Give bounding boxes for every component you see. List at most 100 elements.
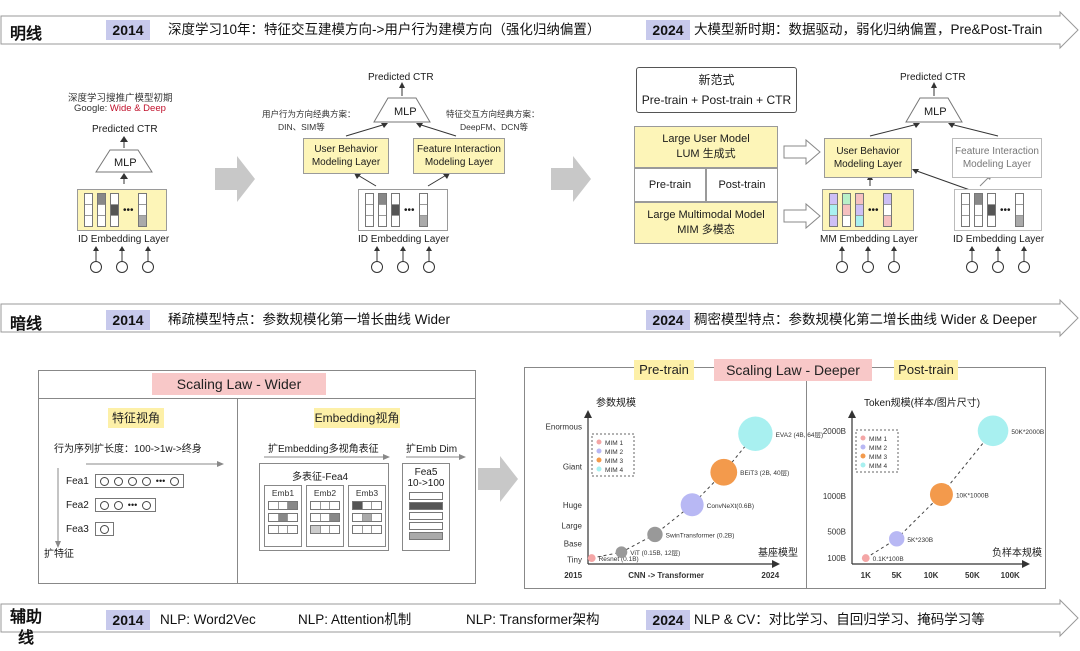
- data-point: [615, 546, 628, 558]
- dark-right-text: 稠密模型特点：参数规模化第二增长曲线 Wider & Deeper: [694, 312, 1037, 327]
- multi-view-note: 扩Embedding多视角表征: [268, 444, 379, 455]
- y-axis-arrowhead: [584, 410, 592, 418]
- emb-dots: •••: [1000, 204, 1011, 216]
- bright-right-text: 大模型新时期：数据驱动，弱化归纳偏置，Pre&Post-Train: [694, 22, 1043, 37]
- y-tick-label: Tiny: [567, 556, 582, 565]
- paradigm-formula: Pre-train + Post-train + CTR: [641, 93, 792, 107]
- d1-mlp-label: MLP: [114, 157, 137, 169]
- legend-marker: [596, 448, 602, 454]
- d1-note-google: Google: Wide & Deep: [74, 103, 166, 114]
- dim-note: 扩Emb Dim: [406, 444, 458, 455]
- chart2-ylabel: Token规模(样本/图片尺寸): [864, 398, 981, 409]
- y-tick-label: 2000B: [823, 427, 846, 436]
- d2-predicted-ctr: Predicted CTR: [368, 72, 434, 83]
- d2-left-note-1: 用户行为方向经典方案：: [262, 109, 356, 119]
- x-tick-label: 1K: [861, 571, 871, 580]
- x-tick-label: 2024: [761, 571, 779, 580]
- bright-left-text: 深度学习10年：特征交互建模方向->用户行为建模方向（强化归纳偏置）: [168, 22, 601, 37]
- d3-mm-embedding-label: MM Embedding Layer: [820, 234, 918, 245]
- emb-vector: [391, 193, 400, 227]
- fi-layer-line2: Modeling Layer: [424, 157, 494, 168]
- expand-feature-label: 扩特征: [44, 549, 74, 560]
- dark-line-label: 暗线: [10, 316, 43, 333]
- aux-line-arrow: [0, 598, 1079, 638]
- emb2-label: Emb2: [313, 488, 337, 498]
- d1-input-node: [142, 261, 154, 273]
- deeper-divider: [806, 367, 807, 589]
- fea2-sequence: •••: [94, 498, 157, 512]
- emb-vector: [987, 193, 996, 227]
- lum-line1: Large User Model: [662, 133, 750, 145]
- legend-label: MIM 2: [605, 449, 623, 456]
- legend-marker: [596, 457, 602, 463]
- emb-vector: [842, 193, 851, 227]
- data-point-label: BEiT3 (2B, 40层): [740, 469, 789, 477]
- data-point-label: 10K*1000B: [956, 492, 989, 499]
- legend-marker: [860, 435, 866, 441]
- feature-view-panel: [38, 398, 238, 584]
- legend-label: MIM 3: [605, 458, 623, 465]
- d3-hollow-arrows: [783, 138, 821, 230]
- data-point: [710, 458, 738, 486]
- emb-vector: [137, 193, 147, 227]
- d3-mm-input-node: [888, 261, 900, 273]
- y-tick-label: Huge: [563, 501, 583, 510]
- d3-pretrain-box: Pre-train: [634, 168, 706, 202]
- y-tick-label: Base: [564, 539, 583, 548]
- d3-id-input-node: [966, 261, 978, 273]
- d3-mm-input-node: [836, 261, 848, 273]
- pretrain-tag: Pre-train: [634, 360, 694, 380]
- d3-feature-interaction-layer: Feature Interaction Modeling Layer: [952, 138, 1042, 178]
- aux-item-attention: NLP: Attention机制: [298, 612, 412, 627]
- emb-vector: [829, 193, 838, 227]
- embedding-view-title: Embedding视角: [314, 408, 400, 428]
- d2-right-note-1: 特征交互方向经典方案：: [446, 109, 540, 119]
- dark-right-year: 2024: [646, 310, 690, 330]
- d2-input-node: [397, 261, 409, 273]
- lum-line2: LUM 生成式: [676, 148, 736, 160]
- x-tick-label: 10K: [924, 571, 939, 580]
- d3-paradigm-box: 新范式 Pre-train + Post-train + CTR: [636, 67, 797, 113]
- x-tick-label: 5K: [892, 571, 902, 580]
- data-point: [738, 416, 773, 451]
- legend-label: MIM 1: [605, 440, 623, 447]
- emb-vector: [882, 193, 892, 227]
- emb-dots: •••: [404, 204, 415, 216]
- posttrain-tag: Post-train: [894, 360, 958, 380]
- d2-embedding-columns: •••: [365, 193, 428, 227]
- d1-input-node: [90, 261, 102, 273]
- d3-id-embedding-columns: •••: [961, 193, 1024, 227]
- aux-year-2024: 2024: [646, 610, 690, 630]
- emb-dots: •••: [123, 204, 134, 216]
- y-tick-label: 500B: [827, 527, 846, 536]
- data-point-label: Resnet (0.1B): [599, 556, 639, 563]
- token-node: [141, 476, 151, 486]
- data-point-label: 0.1K*100B: [873, 556, 904, 563]
- legend-label: MIM 4: [605, 467, 623, 474]
- y-tick-label: 100B: [827, 554, 846, 563]
- d1-input-node: [116, 261, 128, 273]
- d3-mm-input-arrows: [839, 246, 897, 262]
- fea2-row: Fea2 •••: [66, 498, 157, 512]
- d1-input-arrows: [93, 246, 151, 262]
- ub-layer-line1: User Behavior: [314, 144, 378, 155]
- paradigm-title: 新范式: [698, 73, 735, 87]
- legend-marker: [860, 453, 866, 459]
- emb-vector: [961, 193, 970, 227]
- emb3-label: Emb3: [355, 488, 379, 498]
- ub-layer-line2: Modeling Layer: [833, 159, 903, 170]
- d1-embedding-label: ID Embedding Layer: [78, 234, 170, 245]
- emb-vector: [378, 193, 387, 227]
- bright-left-year: 2014: [106, 20, 150, 40]
- deeper-banner: Scaling Law - Deeper: [714, 359, 872, 381]
- x-axis-note: CNN -> Transformer: [628, 571, 704, 580]
- data-point: [680, 493, 704, 517]
- fea1-sequence: •••: [94, 474, 185, 488]
- emb-vector: [365, 193, 374, 227]
- y-tick-label: 1000B: [823, 492, 846, 501]
- d1-predicted-ctr: Predicted CTR: [92, 124, 158, 135]
- aux-item-word2vec: NLP: Word2Vec: [160, 612, 256, 627]
- d3-mm-input-node: [862, 261, 874, 273]
